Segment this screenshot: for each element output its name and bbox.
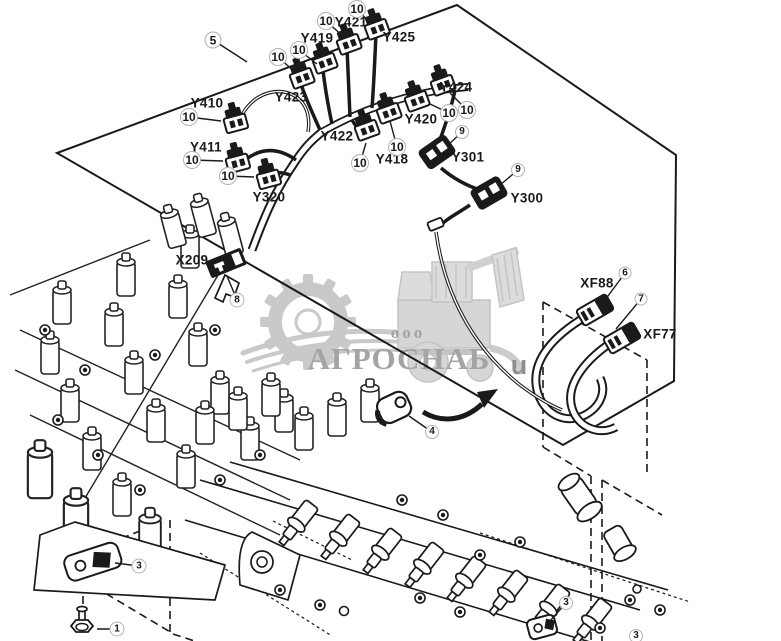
callout-10: 10 (458, 101, 476, 119)
part-label-y422: Y422 (320, 128, 354, 144)
callout-3: 3 (559, 596, 573, 610)
clamp-3-right-icon (526, 613, 558, 641)
left-valve-stack (9, 190, 301, 561)
watermark-company-prefix: ooo (391, 323, 426, 342)
watermark-company-name: АГРОСНАБ (308, 341, 491, 376)
part-label-y411: Y411 (190, 139, 222, 155)
part-label-x209: X209 (175, 252, 209, 268)
callout-7: 7 (634, 292, 648, 306)
callout-10: 10 (180, 108, 198, 126)
part-label-y410: Y410 (190, 95, 224, 111)
callout-6: 6 (618, 266, 632, 280)
part-label-y300: Y300 (510, 190, 544, 206)
clamp-3-left-icon (63, 541, 123, 582)
part-label-xf77: XF77 (643, 326, 677, 342)
part-label-y420: Y420 (404, 111, 438, 127)
callout-5: 5 (204, 31, 222, 49)
small-ring (632, 584, 642, 594)
callout-10: 10 (348, 0, 366, 18)
part-label-xf88: XF88 (580, 275, 614, 291)
direction-arrow-icon (421, 389, 498, 422)
clamp-4-icon (375, 390, 413, 427)
watermark-suffix-char: u (511, 350, 528, 380)
small-ring (338, 605, 350, 617)
callout-9: 9 (455, 125, 469, 139)
part-label-y421: Y421 (334, 14, 368, 30)
callout-10: 10 (388, 138, 406, 156)
callout-10: 10 (440, 104, 458, 122)
callout-8: 8 (229, 292, 245, 308)
callout-10: 10 (269, 48, 287, 66)
enclosure-border (54, 3, 678, 447)
callout-3: 3 (629, 629, 643, 641)
callout-10: 10 (351, 154, 369, 172)
callout-10: 10 (219, 167, 237, 185)
callout-10: 10 (317, 12, 335, 30)
callout-9: 9 (511, 163, 525, 177)
callout-1: 1 (109, 621, 125, 637)
part-label-y320: Y320 (252, 189, 286, 205)
bolt-1-icon (69, 605, 95, 633)
part-label-y425: Y425 (382, 29, 416, 45)
callout-10: 10 (183, 151, 201, 169)
watermark-combine-icon (397, 246, 526, 383)
part-label-y424: Y424 (439, 79, 473, 95)
part-label-y419: Y419 (300, 30, 334, 46)
callout-10: 10 (290, 41, 308, 59)
callout-3: 3 (131, 558, 147, 574)
part-label-y301: Y301 (451, 149, 485, 165)
callout-4: 4 (425, 425, 439, 439)
part-label-y423: Y423 (274, 89, 308, 105)
xf-hoses (531, 313, 619, 436)
